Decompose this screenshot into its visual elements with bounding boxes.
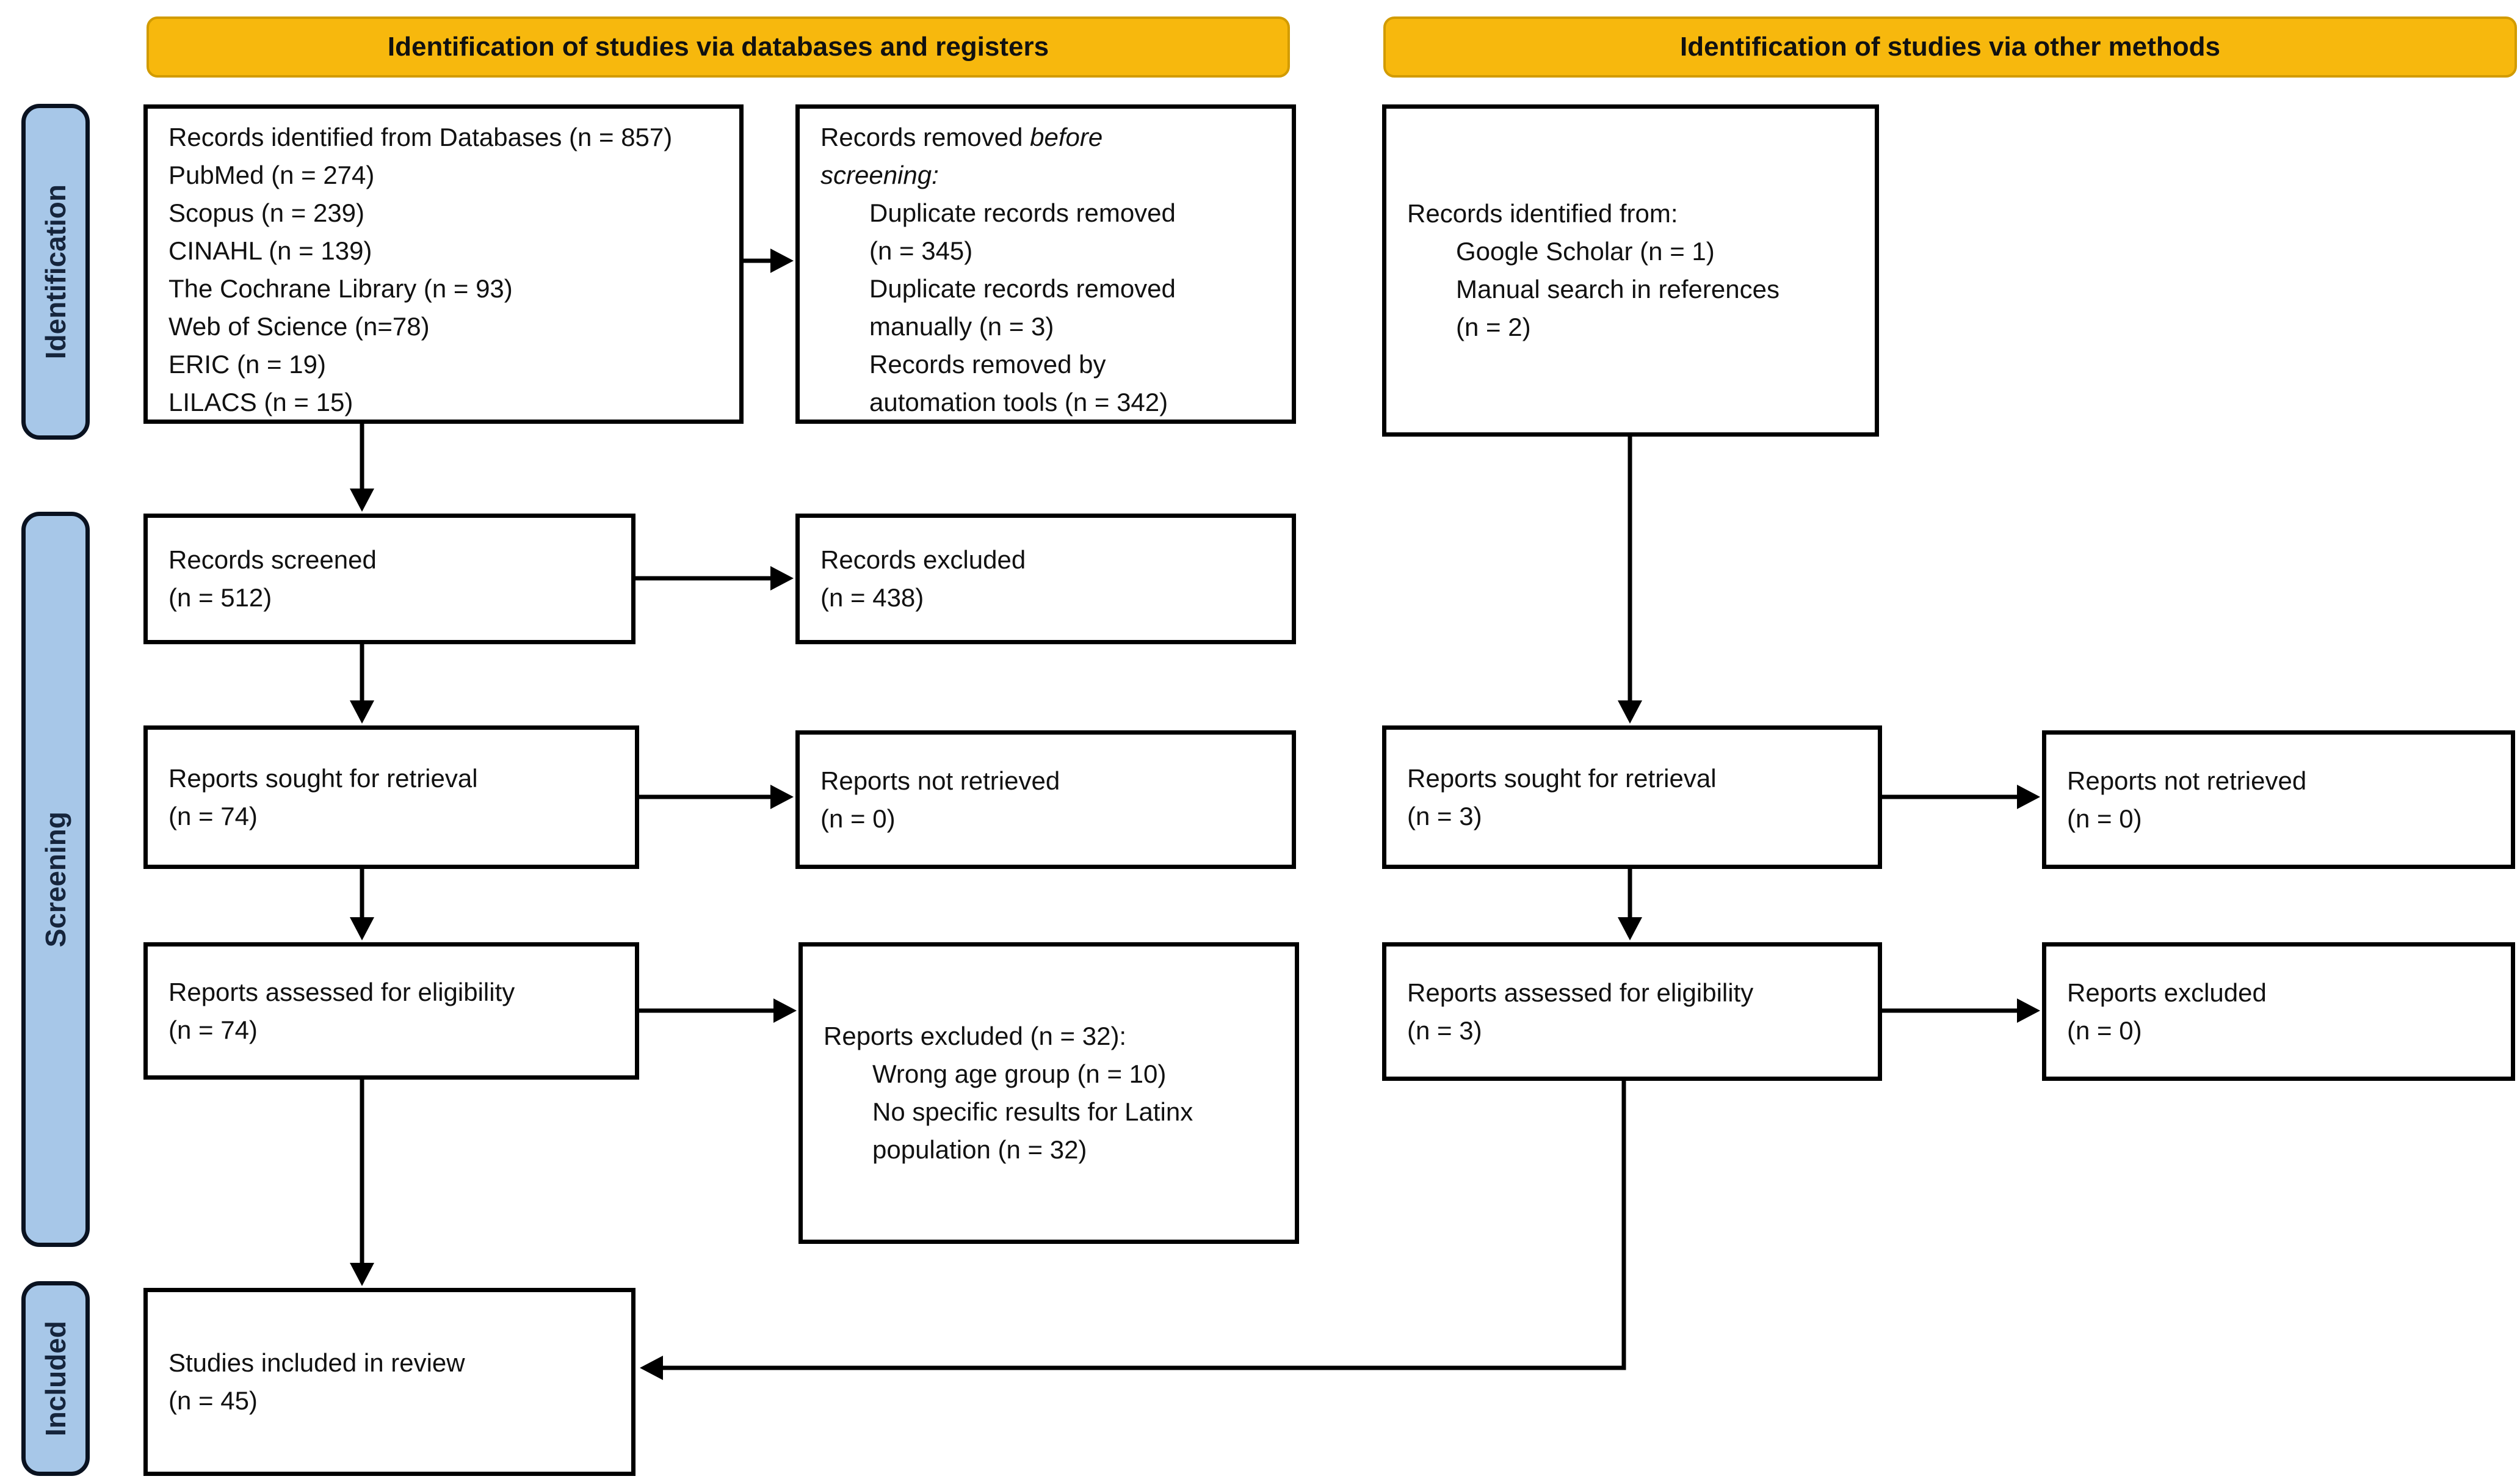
stage-identification-text: Identification (40, 184, 71, 360)
box-records-identified-other-methods: Records identified from: Google Scholar (… (1382, 104, 1879, 437)
text-line: Reports sought for retrieval (1407, 763, 1717, 793)
text-line: Reports excluded (2067, 978, 2267, 1007)
box-reports-not-retrieved-databases: Reports not retrieved (n = 0) (795, 730, 1296, 869)
text-line: LILACS (n = 15) (168, 388, 353, 416)
text-line: Reports assessed for eligibility (1407, 978, 1754, 1007)
text-line: Manual search in references (1456, 275, 1780, 303)
text-line: (n = 2) (1456, 313, 1531, 341)
text-line: ERIC (n = 19) (168, 350, 326, 379)
arrow-other-assessed-to-excluded (1882, 998, 2040, 1023)
text-line: (n = 0) (820, 804, 896, 833)
stage-label-identification: Identification (21, 104, 90, 440)
arrow-screened-to-excluded (635, 566, 794, 591)
arrow-assessed-to-excluded-reasons (639, 998, 797, 1023)
text-line: (n = 512) (168, 583, 272, 612)
box-studies-included: Studies included in review (n = 45) (143, 1288, 635, 1476)
text-line: Duplicate records removed (869, 274, 1176, 303)
arrow-other-sought-to-assessed (1618, 869, 1642, 940)
text-line: Web of Science (n=78) (168, 312, 430, 341)
box-reports-not-retrieved-other: Reports not retrieved (n = 0) (2042, 730, 2515, 869)
banner-databases-registers: Identification of studies via databases … (147, 16, 1290, 78)
text-line: Reports not retrieved (820, 766, 1060, 795)
text-line: Records excluded (820, 545, 1026, 574)
arrow-other-identified-to-sought (1618, 437, 1642, 724)
text-line: Duplicate records removed (869, 198, 1176, 227)
text-line: (n = 345) (869, 236, 973, 265)
box-reports-excluded-reasons: Reports excluded (n = 32): Wrong age grou… (798, 942, 1299, 1244)
box-records-screened: Records screened (n = 512) (143, 514, 635, 644)
text-line: (n = 74) (168, 801, 258, 830)
arrow-assessed-to-included (350, 1080, 374, 1286)
text-line: Studies included in review (168, 1348, 465, 1377)
banner-databases-registers-label: Identification of studies via databases … (387, 32, 1049, 62)
text-line: (n = 3) (1407, 801, 1482, 830)
banner-other-methods-label: Identification of studies via other meth… (1680, 32, 2220, 62)
text-line: Reports assessed for eligibility (168, 977, 515, 1006)
box-records-identified-databases: Records identified from Databases (n = 8… (143, 104, 744, 424)
box-reports-assessed-other: Reports assessed for eligibility (n = 3) (1382, 942, 1882, 1081)
box-reports-sought-databases: Reports sought for retrieval (n = 74) (143, 725, 639, 869)
text-line: Scopus (n = 239) (168, 198, 365, 227)
text-line: (n = 438) (820, 583, 924, 612)
text-line: (n = 3) (1407, 1016, 1482, 1045)
text-line: Reports not retrieved (2067, 766, 2307, 795)
stage-screening-text: Screening (40, 811, 71, 948)
arrow-screened-to-sought (350, 644, 374, 724)
box-reports-excluded-other: Reports excluded (n = 0) (2042, 942, 2515, 1081)
banner-other-methods: Identification of studies via other meth… (1383, 16, 2517, 78)
arrow-sought-to-not-retrieved (639, 785, 794, 809)
arrow-db-identified-to-screened (350, 424, 374, 512)
text-line: Records screened (168, 545, 377, 574)
stage-label-included: Included (21, 1281, 90, 1476)
box-records-removed-before-screening: Records removed before screening: Duplicat… (795, 104, 1296, 424)
stage-label-screening: Screening (21, 512, 90, 1247)
text-line: (n = 0) (2067, 1016, 2142, 1045)
text-line: (n = 0) (2067, 804, 2142, 833)
text-line: The Cochrane Library (n = 93) (168, 274, 513, 303)
text-line: Records removed before (820, 123, 1103, 151)
text-line: manually (n = 3) (869, 312, 1054, 341)
text-line: screening: (820, 161, 939, 189)
text-line: (n = 74) (168, 1015, 258, 1044)
text-line: Wrong age group (n = 10) (872, 1059, 1167, 1088)
text-line: Reports excluded (n = 32): (824, 1022, 1127, 1050)
text-line: Records identified from Databases (n = 8… (168, 123, 673, 151)
text-line: (n = 45) (168, 1386, 258, 1415)
arrow-sought-to-assessed (350, 869, 374, 940)
text-line: Records removed by (869, 350, 1106, 379)
stage-included-text: Included (40, 1320, 71, 1437)
text-line: population (n = 32) (872, 1135, 1087, 1164)
text-line: Reports sought for retrieval (168, 763, 478, 793)
text-line: Google Scholar (n = 1) (1456, 237, 1715, 266)
box-records-excluded: Records excluded (n = 438) (795, 514, 1296, 644)
text-line: No specific results for Latinx (872, 1097, 1193, 1126)
text-line: PubMed (n = 274) (168, 161, 375, 189)
box-reports-assessed-databases: Reports assessed for eligibility (n = 74) (143, 942, 639, 1080)
text-line: CINAHL (n = 139) (168, 236, 372, 265)
text-line: Records identified from: (1407, 199, 1678, 228)
arrow-db-identified-to-removed (744, 249, 794, 273)
arrow-other-sought-to-not-retrieved (1882, 785, 2040, 809)
box-reports-sought-other: Reports sought for retrieval (n = 3) (1382, 725, 1882, 869)
text-line: automation tools (n = 342) (869, 388, 1168, 416)
